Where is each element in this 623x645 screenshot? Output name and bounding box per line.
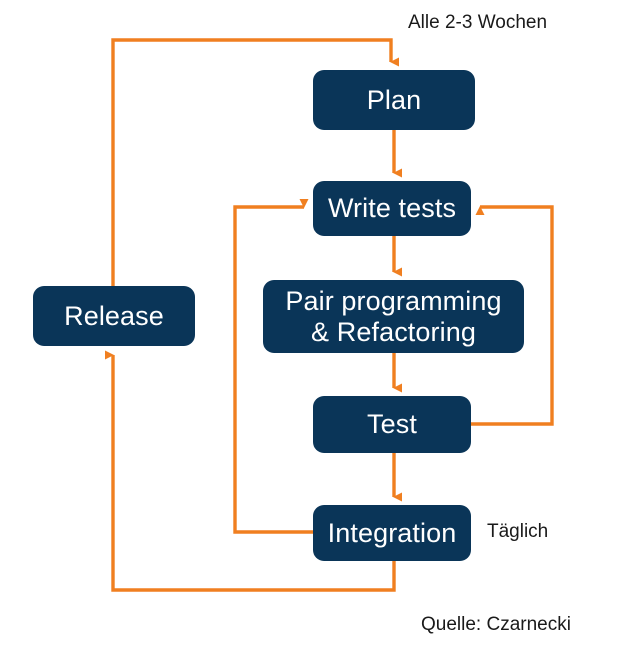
edge-integration-to-write-tests [233, 199, 313, 534]
node-release[interactable]: Release [33, 286, 195, 346]
annotation-cadence-top: Alle 2-3 Wochen [408, 12, 548, 33]
node-pair-programming-refactoring[interactable]: Pair programming & Refactoring [263, 280, 524, 353]
node-write-tests[interactable]: Write tests [313, 181, 471, 236]
node-plan[interactable]: Plan [313, 70, 475, 130]
annotation-source: Quelle: Czarnecki [421, 614, 571, 635]
edge-test-to-write-tests [471, 205, 554, 426]
edge-integration-to-release [105, 350, 396, 592]
edge-release-to-plan [111, 38, 399, 286]
node-integration[interactable]: Integration [313, 505, 471, 561]
node-test[interactable]: Test [313, 396, 471, 453]
annotation-cadence-daily: Täglich [487, 521, 549, 542]
